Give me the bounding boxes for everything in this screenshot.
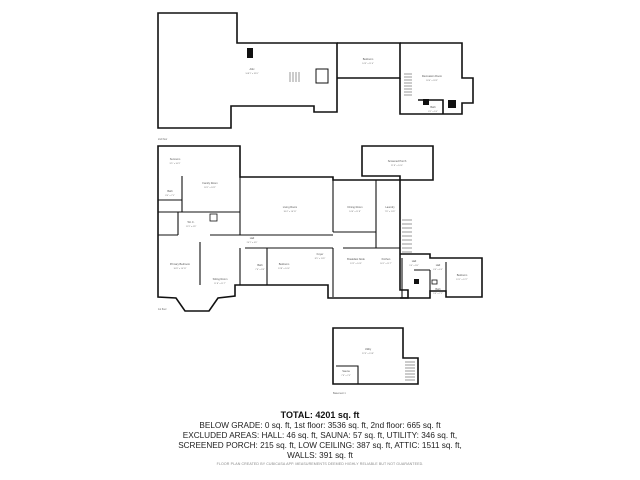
bedroom-up-label: Bedroom [363,57,374,61]
upper-stair [404,73,412,96]
sunroom-label: Sunroom [170,157,181,161]
utility-label: Utility [365,347,372,351]
summary-line-3: SCREENED PORCH: 215 sq. ft, LOW CEILING:… [178,441,462,450]
main-floor-labels: Screened Porch 21'8" x 10'0" Sunroom 9'5… [158,157,468,311]
bedroom-main-dim: 13'8" x 10'0" [278,268,290,270]
bath-3-label: Bath [435,287,441,291]
bedroom-main-label: Bedroom [279,262,290,266]
foyer-label: Foyer [317,252,324,256]
bedroom-e-label: Bedroom [457,273,468,277]
main-floor-fixtures [209,213,438,285]
hall-dim: 20'1" x 4'6" [247,242,258,244]
east-wing-wall [400,253,483,299]
basement-labels: Utility 22'3" x 15'8" Sauna 7'6" x 7'6" … [333,347,374,395]
screened-porch-label: Screened Porch [388,159,407,163]
attic-dim: 108'1" x 32'6" [245,73,258,75]
wic-label: W.I.C. [187,220,194,224]
basement-floor [332,327,419,385]
living-dim: 18'4" x 16'11" [283,211,296,213]
sitting-label: Sitting Room [213,277,228,281]
recreation-wall [399,42,474,115]
hall-label: Hall [250,236,255,240]
dining-label: Dining Room [348,205,363,209]
basement-fixtures [405,361,415,381]
bath-up-dim: 8'1" x 5'6" [428,111,438,113]
breakfast-dim: 13'2" x 10'5" [350,263,362,265]
main-outer-wall [157,145,434,312]
kitchen-label: Kitchen [382,257,391,261]
sauna-label: Sauna [342,369,350,373]
laundry-label: Laundry [385,205,395,209]
primary-label: Primary Bedroom [170,262,190,266]
family-dim: 18'1" x 18'2" [204,187,216,189]
breakfast-label: Breakfast Nook [347,257,365,261]
recreation-dim: 18'6" x 20'3" [426,80,438,82]
sitting-dim: 11'8" x 11'7" [214,283,226,285]
wic-dim: 11'3" x 4'8" [186,226,197,228]
attic-label: Attic [249,67,255,71]
sauna-wall [336,365,359,384]
living-label: Living Room [283,205,297,209]
attic-wall [157,12,338,129]
summary-line-4: WALLS: 391 sq. ft [287,451,353,460]
attic-stair [289,72,300,82]
recreation-stair-block [448,100,456,108]
chimney-block [247,48,253,58]
bath-2-dim: 7'6" x 9'8" [255,269,265,271]
basement-wall [332,327,419,385]
bath-2-label: Bath [257,263,263,267]
bedroom-up-dim: 14'3" x 11'0" [362,63,374,65]
bath-up-block [423,99,429,105]
main-floor [157,145,483,312]
bath-main-label: Bath [167,189,173,193]
dining-dim: 14'6" x 11'8" [349,211,361,213]
hall-2-dim: 5'0" x 9'0" [409,265,419,267]
screened-porch-dim: 21'8" x 10'0" [391,165,403,167]
main-fixture-block-2 [414,279,419,284]
summary-line-2: EXCLUDED AREAS: HALL: 46 sq. ft, SAUNA: … [182,431,458,440]
upper-floor-fixtures [247,48,456,108]
family-label: Family Room [202,181,217,185]
footer-disclaimer: FLOOR PLAN CREATED BY CUBICASA APP. MEAS… [216,462,424,466]
hall-2-label: Hall [412,259,417,263]
bath-main-dim: 8'0" x 7'5" [165,195,175,197]
interior-walls [158,176,447,298]
main-floor-caption: 1st floor [158,308,167,311]
primary-dim: 16'8" x 14'11" [173,268,186,270]
summary-line-1: BELOW GRADE: 0 sq. ft, 1st floor: 3536 s… [199,421,441,430]
foyer-dim: 8'5" x 11'8" [315,258,326,260]
kitchen-dim: 16'1" x 11'7" [380,263,392,265]
hall-3-label: Hall [436,263,441,267]
basement-caption: Basement 1 [333,392,346,395]
bedroom-e-dim: 13'1" x 12'7" [456,279,468,281]
main-stair [402,219,412,253]
utility-dim: 22'3" x 15'8" [362,353,374,355]
upper-floor-labels: Attic 108'1" x 32'6" Bedroom 14'3" x 11'… [158,57,442,141]
sunroom-dim: 9'5" x 10'3" [170,163,181,165]
bath-up-label: Bath [430,105,436,109]
hall-3-dim: 6'0" x 4'4" [433,269,443,271]
upper-floor-caption: 2nd floor [158,138,168,141]
main-fixture-block-3 [431,279,438,285]
main-fixture-block [209,213,218,222]
chimney-box [315,68,329,84]
laundry-dim: 7'8" x 11'8" [385,211,396,213]
bedroom-up-wall [337,42,401,79]
floor-plan: Attic 108'1" x 32'6" Bedroom 14'3" x 11'… [157,12,483,395]
sauna-dim: 7'6" x 7'6" [341,375,351,377]
recreation-label: Recreation Room [422,74,442,78]
total-area: TOTAL: 4201 sq. ft [280,410,360,420]
bath-3-dim: 5'5" x 7'2" [433,293,443,295]
